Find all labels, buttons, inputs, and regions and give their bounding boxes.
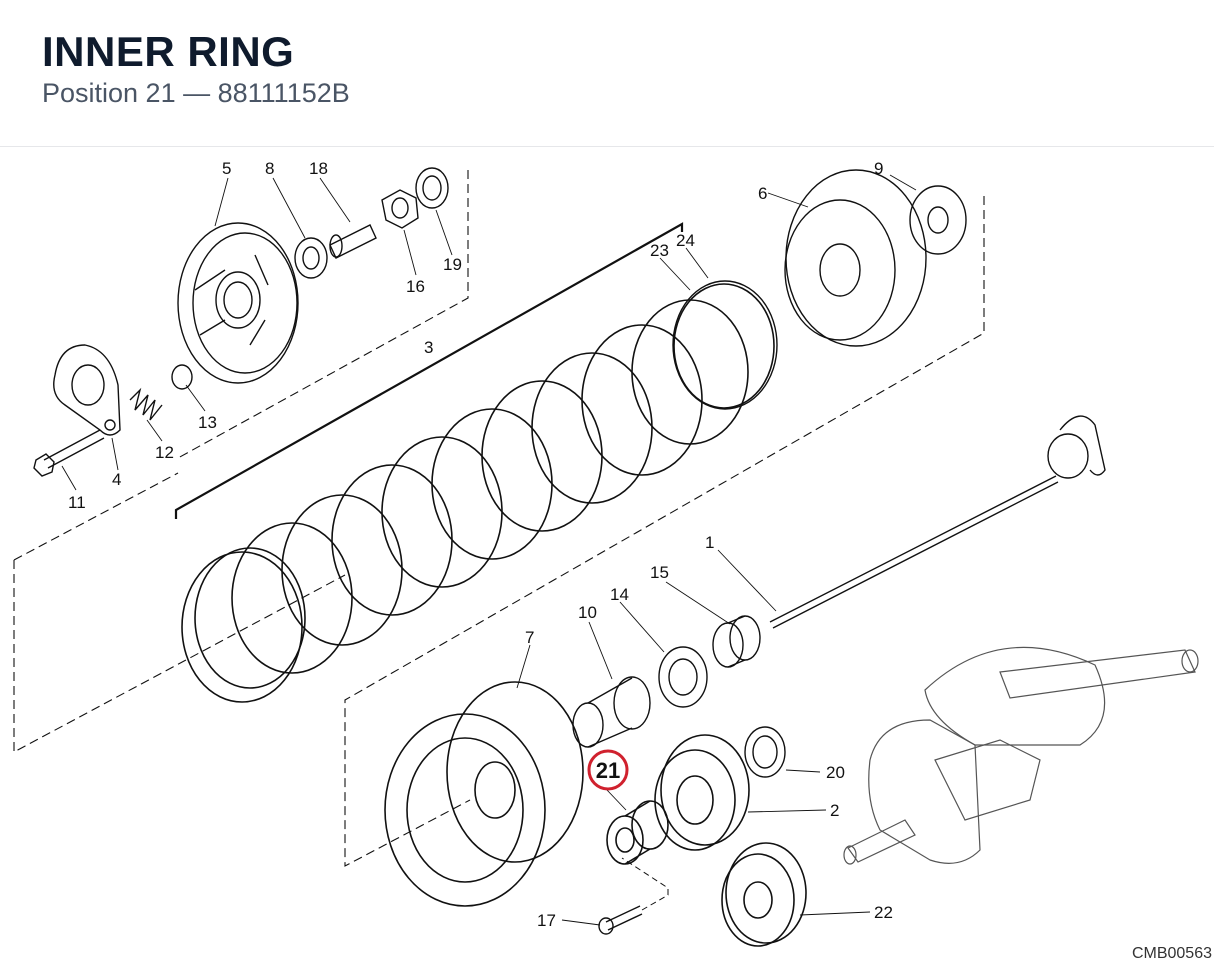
callout-7: 7	[525, 628, 534, 647]
gear-2	[654, 734, 750, 851]
callout-22: 22	[874, 903, 893, 922]
highlight-callout-21[interactable]: 21	[587, 749, 629, 791]
separator: —	[183, 78, 211, 108]
exploded-diagram: 1 2 3 4 5 6 7 8 9 10 11 12 13 14 15 16 1…	[13, 159, 1199, 947]
callout-9: 9	[874, 159, 883, 178]
callout-16: 16	[406, 277, 425, 296]
position-label: Position 21	[42, 78, 176, 108]
gear-22	[721, 842, 807, 947]
header: INNER RING Position 21 — 88111152B	[0, 0, 1214, 147]
inner-ring-21	[606, 800, 669, 865]
callout-10: 10	[578, 603, 597, 622]
highlight-ring	[587, 749, 629, 791]
push-rod-1	[769, 415, 1106, 629]
callout-labels: 1 2 3 4 5 6 7 8 9 10 11 12 13 14 15 16 1…	[68, 159, 893, 930]
washer-20	[744, 726, 786, 778]
pin-18	[329, 224, 377, 259]
plates-bracket	[174, 222, 684, 519]
callout-12: 12	[155, 443, 174, 462]
callout-20: 20	[826, 763, 845, 782]
page-subtitle: Position 21 — 88111152B	[42, 78, 350, 109]
page-title: INNER RING	[42, 28, 295, 75]
spring-12	[129, 387, 163, 421]
callout-8: 8	[265, 159, 274, 178]
callout-5: 5	[222, 159, 231, 178]
leader-lines	[61, 174, 917, 926]
callout-3: 3	[424, 338, 433, 357]
callout-18: 18	[309, 159, 328, 178]
cap-13	[171, 364, 193, 390]
bearing-8	[294, 237, 328, 279]
part-number: 88111152B	[217, 78, 350, 108]
washer-19	[415, 167, 449, 209]
bolt-17	[598, 905, 643, 935]
callout-14: 14	[610, 585, 629, 604]
highlight-number: 21	[596, 758, 620, 783]
bolt-17-guide	[621, 857, 669, 911]
cover-4	[53, 344, 121, 436]
nut-16	[381, 189, 419, 229]
ring-24	[672, 280, 778, 410]
callout-11: 11	[68, 493, 86, 512]
callout-19: 19	[443, 255, 462, 274]
crankshaft	[843, 646, 1199, 865]
callout-6: 6	[758, 184, 767, 203]
clutch-housing-7	[384, 681, 584, 907]
callout-15: 15	[650, 563, 669, 582]
callout-17: 17	[537, 911, 556, 930]
clutch-hub-6	[784, 169, 927, 347]
bushing-10	[572, 676, 651, 748]
bearing-14	[658, 646, 708, 708]
drawing-code: CMB00563	[1131, 945, 1212, 962]
dashed-outline	[13, 170, 985, 867]
callout-2: 2	[830, 801, 839, 820]
callout-1: 1	[705, 533, 714, 552]
callout-4: 4	[112, 470, 121, 489]
screw-11	[33, 429, 105, 477]
bushing-15	[712, 615, 761, 668]
callout-23: 23	[650, 241, 669, 260]
pressure-plate	[177, 222, 299, 384]
callout-24: 24	[676, 231, 695, 250]
callout-13: 13	[198, 413, 217, 432]
washer-9	[909, 185, 967, 255]
clutch-plates	[181, 283, 775, 703]
